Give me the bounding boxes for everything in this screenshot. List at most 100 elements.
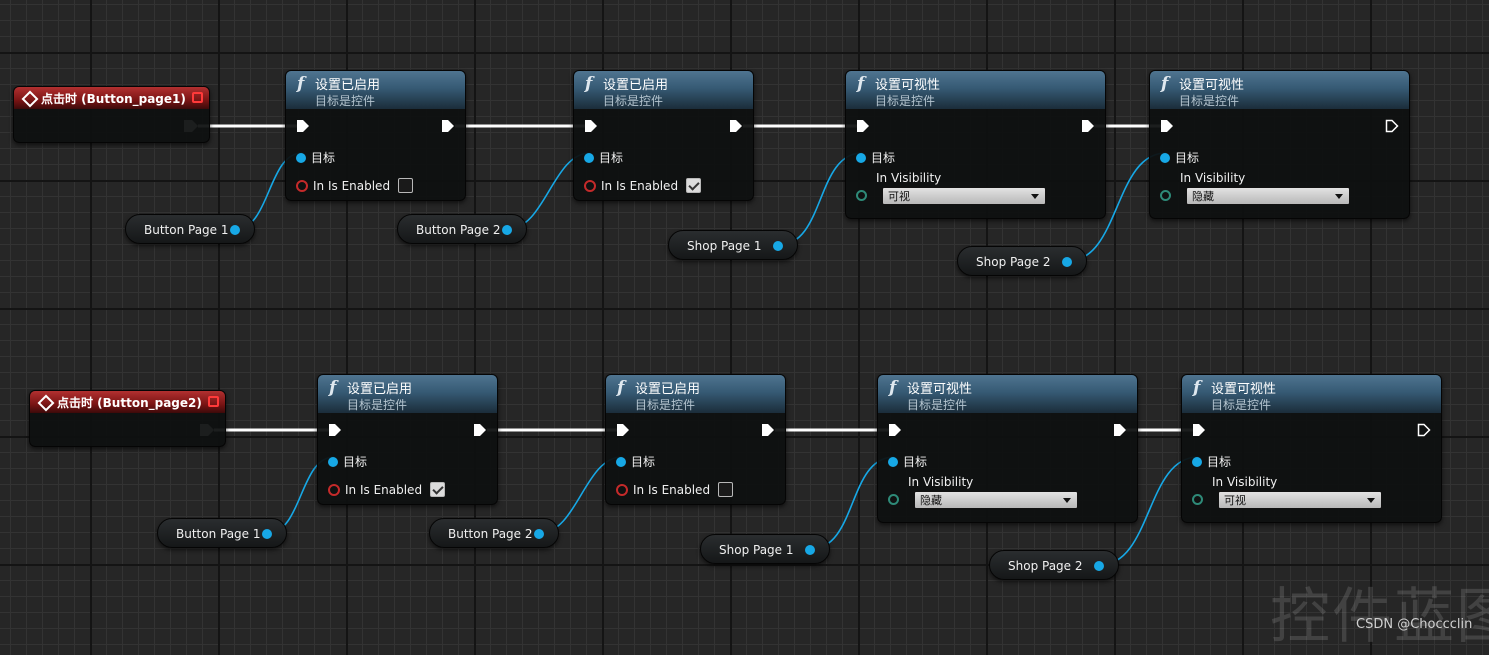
variable-shop-page-2[interactable]: Shop Page 2 (989, 550, 1119, 580)
exec-in-pin-icon[interactable] (616, 423, 630, 437)
target-label: 目标 (871, 151, 896, 165)
object-pin-icon (328, 456, 338, 467)
target-pin[interactable]: 目标 (1160, 147, 1199, 166)
set-visibility-node[interactable]: f 设置可视性 目标是控件 目标 In Visibility 隐藏 (877, 374, 1138, 523)
event-delegate-icon[interactable] (208, 396, 219, 407)
set-enabled-node[interactable]: f 设置已启用 目标是控件 目标 In Is Enabled (605, 374, 786, 505)
event-node-button-page2[interactable]: 点击时 (Button_page2) (29, 390, 226, 447)
enum-pin-icon (888, 494, 899, 505)
is-enabled-checkbox[interactable] (686, 178, 702, 193)
visibility-pin[interactable] (1160, 185, 1171, 204)
event-node-button-page1[interactable]: 点击时 (Button_page1) (13, 86, 210, 143)
function-icon: f (1161, 74, 1169, 94)
target-pin[interactable]: 目标 (584, 147, 623, 166)
node-title: 设置已启用 (603, 78, 669, 93)
node-header: f 设置已启用 目标是控件 (286, 71, 465, 109)
node-subtitle: 目标是控件 (603, 94, 664, 108)
exec-in-pin-icon[interactable] (856, 119, 870, 133)
node-subtitle: 目标是控件 (907, 398, 968, 412)
target-label: 目标 (903, 455, 928, 469)
object-pin-icon[interactable] (230, 225, 240, 235)
variable-button-page-2[interactable]: Button Page 2 (397, 214, 527, 244)
function-icon: f (297, 74, 305, 94)
object-pin-icon[interactable] (502, 225, 512, 235)
variable-shop-page-2[interactable]: Shop Page 2 (957, 246, 1087, 276)
is-enabled-label: In Is Enabled (633, 482, 711, 497)
node-title: 设置已启用 (635, 382, 701, 397)
exec-in-pin-icon[interactable] (296, 119, 310, 133)
exec-out-pin-icon[interactable] (1113, 423, 1127, 437)
object-pin-icon[interactable] (1094, 561, 1104, 571)
variable-button-page-1[interactable]: Button Page 1 (125, 214, 255, 244)
target-pin[interactable]: 目标 (616, 451, 655, 470)
is-enabled-label: In Is Enabled (345, 482, 423, 497)
event-delegate-icon[interactable] (192, 92, 203, 103)
is-enabled-checkbox[interactable] (430, 482, 446, 497)
visibility-pin[interactable] (856, 185, 867, 204)
visibility-dropdown[interactable]: 可视 (1218, 491, 1382, 509)
exec-in-pin-icon[interactable] (328, 423, 342, 437)
object-pin-icon[interactable] (773, 241, 783, 251)
exec-out-pin-icon[interactable] (761, 423, 775, 437)
exec-out-pin-icon[interactable] (441, 119, 455, 133)
exec-in-pin-icon[interactable] (1160, 119, 1174, 133)
set-visibility-node[interactable]: f 设置可视性 目标是控件 目标 In Visibility 可视 (845, 70, 1106, 219)
object-pin-icon[interactable] (805, 545, 815, 555)
node-title: 设置已启用 (347, 382, 413, 397)
is-enabled-checkbox[interactable] (398, 178, 414, 193)
is-enabled-pin[interactable]: In Is Enabled (616, 479, 734, 498)
variable-label: Button Page 1 (176, 527, 261, 541)
variable-label: Shop Page 1 (687, 239, 762, 253)
set-enabled-node[interactable]: f 设置已启用 目标是控件 目标 In Is Enabled (317, 374, 498, 505)
visibility-dropdown[interactable]: 隐藏 (1186, 187, 1350, 205)
target-pin[interactable]: 目标 (856, 147, 895, 166)
target-pin[interactable]: 目标 (1192, 451, 1231, 470)
set-enabled-node[interactable]: f 设置已启用 目标是控件 目标 In Is Enabled (573, 70, 754, 201)
bool-pin-icon (328, 483, 340, 496)
is-enabled-pin[interactable]: In Is Enabled (296, 175, 414, 194)
exec-in-pin-icon[interactable] (1192, 423, 1206, 437)
exec-out-pin-icon[interactable] (1385, 119, 1399, 133)
exec-in-pin-icon[interactable] (584, 119, 598, 133)
enum-pin-icon (1192, 494, 1203, 505)
object-pin-icon[interactable] (262, 529, 272, 539)
object-pin-icon (856, 152, 866, 163)
target-pin[interactable]: 目标 (888, 451, 927, 470)
node-subtitle: 目标是控件 (1179, 94, 1240, 108)
set-visibility-node[interactable]: f 设置可视性 目标是控件 目标 In Visibility 可视 (1181, 374, 1442, 523)
visibility-dropdown[interactable]: 可视 (882, 187, 1046, 205)
node-header: f 设置可视性 目标是控件 (1150, 71, 1409, 109)
is-enabled-pin[interactable]: In Is Enabled (328, 479, 446, 498)
node-title: 设置可视性 (907, 382, 973, 397)
set-enabled-node[interactable]: f 设置已启用 目标是控件 目标 In Is Enabled (285, 70, 466, 201)
is-enabled-label: In Is Enabled (313, 178, 391, 193)
set-visibility-node[interactable]: f 设置可视性 目标是控件 目标 In Visibility 隐藏 (1149, 70, 1410, 219)
target-pin[interactable]: 目标 (328, 451, 367, 470)
exec-out-pin-icon[interactable] (1417, 423, 1431, 437)
visibility-pin[interactable] (888, 489, 899, 508)
node-header: f 设置可视性 目标是控件 (1182, 375, 1441, 413)
visibility-pin[interactable] (1192, 489, 1203, 508)
variable-button-page-2[interactable]: Button Page 2 (429, 518, 559, 548)
visibility-label: In Visibility (1180, 171, 1246, 185)
variable-shop-page-1[interactable]: Shop Page 1 (668, 230, 798, 260)
bool-pin-icon (296, 179, 308, 192)
object-pin-icon (296, 152, 306, 163)
object-pin-icon[interactable] (534, 529, 544, 539)
node-subtitle: 目标是控件 (347, 398, 408, 412)
bool-pin-icon (616, 483, 628, 496)
event-diamond-icon (37, 394, 55, 412)
is-enabled-checkbox[interactable] (718, 482, 734, 497)
enum-pin-icon (856, 190, 867, 201)
visibility-dropdown[interactable]: 隐藏 (914, 491, 1078, 509)
exec-out-pin-icon[interactable] (729, 119, 743, 133)
is-enabled-pin[interactable]: In Is Enabled (584, 175, 702, 194)
variable-shop-page-1[interactable]: Shop Page 1 (700, 534, 830, 564)
object-pin-icon (584, 152, 594, 163)
target-pin[interactable]: 目标 (296, 147, 335, 166)
exec-in-pin-icon[interactable] (888, 423, 902, 437)
variable-button-page-1[interactable]: Button Page 1 (157, 518, 287, 548)
exec-out-pin-icon[interactable] (473, 423, 487, 437)
exec-out-pin-icon[interactable] (1081, 119, 1095, 133)
object-pin-icon[interactable] (1062, 257, 1072, 267)
